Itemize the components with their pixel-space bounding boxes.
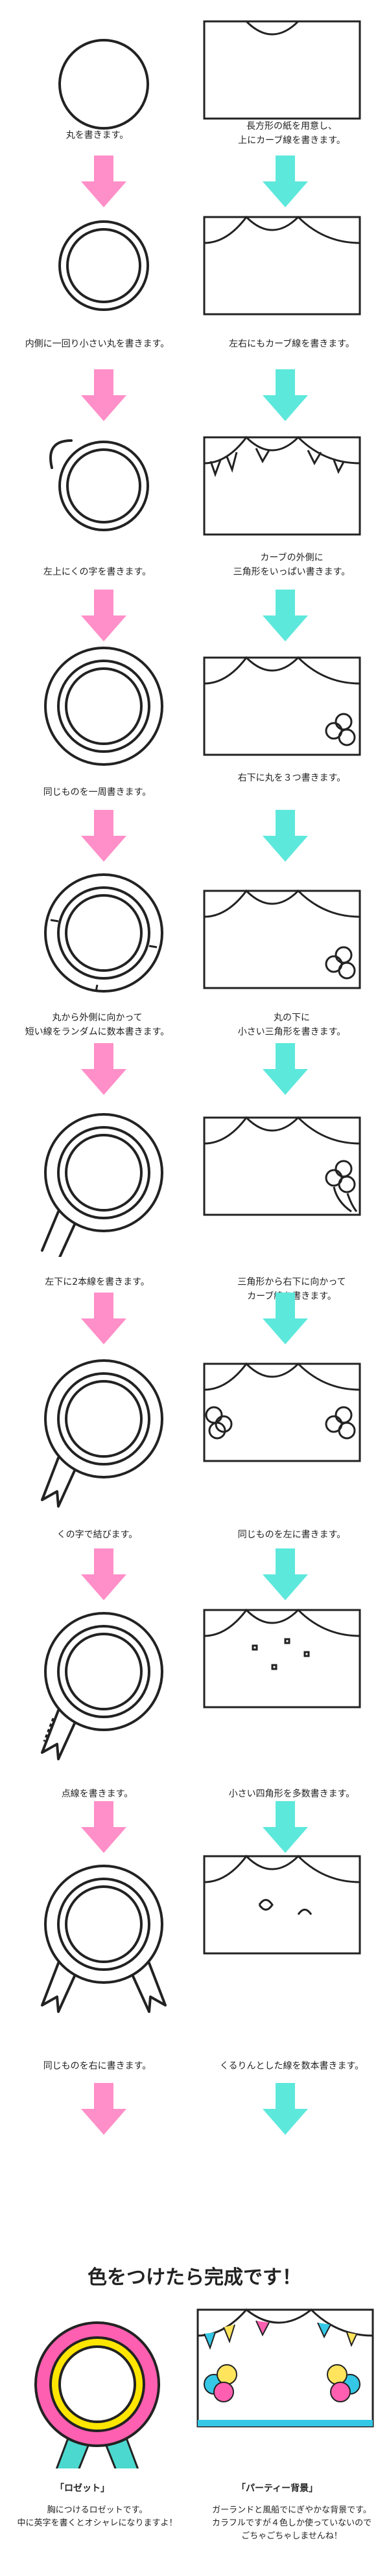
- right-step-8-figure: [203, 1608, 361, 1708]
- right-step-9-figure: [203, 1854, 361, 1955]
- left-arrow-3: [81, 590, 126, 641]
- finished-party-background: [196, 2308, 374, 2428]
- right-step-1-caption: 長方形の紙を用意し、 上にカーブ線を書きます。: [238, 121, 346, 146]
- left-step-3-figure: [49, 439, 149, 531]
- finale-left-description: 胸につけるロゼットです。 中に英字を書くとオシャレになりますよ！: [17, 2505, 178, 2528]
- right-step-6-figure: [203, 1116, 361, 1216]
- right-step-3-caption: カーブの外側に 三角形をいっぱい書きます。: [233, 553, 351, 577]
- left-step-6-caption: 左下に2本線を書きます。: [45, 1277, 150, 1287]
- finale-headline: 色をつけたら完成です！: [88, 2266, 301, 2289]
- right-arrow-1: [263, 155, 308, 207]
- right-step-9-caption: くるりんとした線を数本書きます。: [219, 2061, 364, 2071]
- finale-left-tag: 「ロゼット」: [55, 2483, 110, 2494]
- right-arrow-8: [263, 1801, 308, 1853]
- left-step-7-figure: [41, 1359, 163, 1508]
- left-arrow-2: [81, 369, 126, 421]
- left-arrow-4: [81, 810, 126, 862]
- right-arrow-4: [263, 810, 308, 862]
- right-step-4-figure: [203, 656, 361, 756]
- left-arrow-9: [81, 2083, 126, 2135]
- left-step-1-caption: 丸を書きます。: [65, 130, 129, 141]
- left-step-9-figure: [41, 1865, 167, 2013]
- left-step-3-caption: 左上にくの字を書きます。: [43, 567, 152, 577]
- right-arrow-6: [263, 1293, 308, 1344]
- left-step-7-caption: くの字で結びます。: [56, 1530, 138, 1540]
- right-arrow-3: [263, 590, 308, 641]
- left-arrow-5: [81, 1043, 126, 1095]
- right-arrow-2: [263, 369, 308, 421]
- right-step-7-figure: [203, 1362, 361, 1462]
- right-arrow-5: [263, 1043, 308, 1095]
- right-step-5-caption: 丸の下に 小さい三角形を書きます。: [237, 1013, 346, 1037]
- left-step-8-figure: [41, 1612, 163, 1760]
- left-step-8-caption: 点線を書きます。: [61, 1789, 134, 1799]
- left-step-4-caption: 同じものを一周書きます。: [43, 787, 152, 798]
- right-step-4-caption: 右下に丸を３つ書きます。: [237, 773, 346, 783]
- left-step-4-figure: [44, 647, 163, 766]
- finished-rosette: [34, 2321, 160, 2468]
- finale-right-tag: 「パーティー背景」: [237, 2483, 318, 2494]
- right-step-2-caption: 左右にもカーブ線を書きます。: [229, 339, 355, 349]
- left-arrow-1: [81, 155, 126, 207]
- right-arrow-9: [263, 2083, 308, 2135]
- left-step-2-caption: 内側に一回り小さい丸を書きます。: [25, 339, 170, 349]
- left-step-5-figure: [44, 873, 163, 993]
- left-step-5-caption: 丸から外側に向かって 短い線をランダムに数本書きます。: [25, 1013, 170, 1037]
- left-step-1-figure: [58, 39, 149, 130]
- left-arrow-8: [81, 1801, 126, 1853]
- left-step-9-caption: 同じものを右に書きます。: [43, 2061, 152, 2071]
- left-step-2-figure: [58, 220, 149, 311]
- right-step-1-figure: [203, 20, 361, 120]
- left-arrow-7: [81, 1548, 126, 1600]
- right-step-3-figure: [203, 435, 361, 536]
- right-step-5-figure: [203, 889, 361, 989]
- finale-right-description: ガーランドと風船でにぎやかな背景です。 カラフルですが４色しか使っていないので …: [211, 2505, 372, 2541]
- right-step-7-caption: 同じものを左に書きます。: [237, 1530, 346, 1540]
- left-step-6-figure: [41, 1113, 163, 1257]
- right-step-2-figure: [203, 215, 361, 316]
- right-step-8-caption: 小さい四角形を多数書きます。: [228, 1789, 355, 1799]
- left-arrow-6: [81, 1293, 126, 1344]
- right-arrow-7: [263, 1548, 308, 1600]
